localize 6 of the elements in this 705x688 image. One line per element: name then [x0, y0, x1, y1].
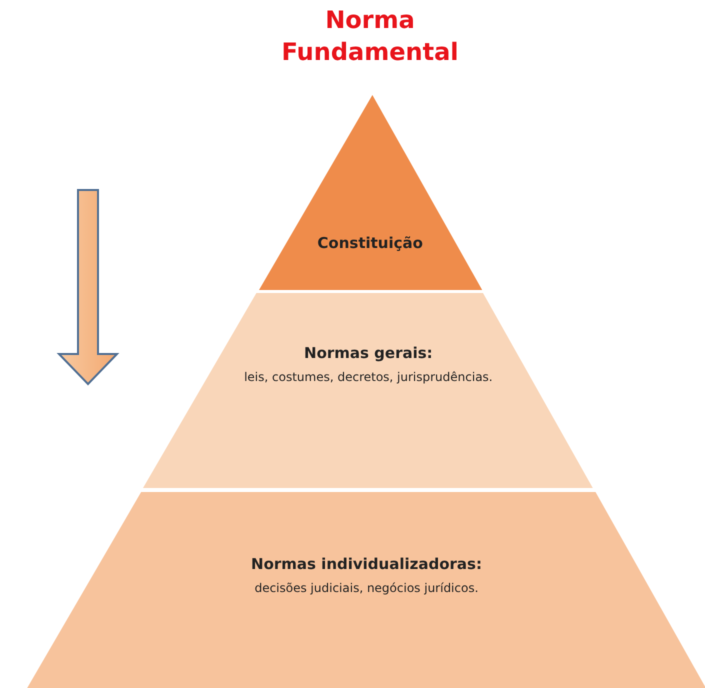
tier-heading: Normas gerais: — [304, 343, 433, 363]
tier-heading: Constituição — [317, 233, 423, 253]
tier-description: decisões judiciais, negócios jurídicos. — [254, 580, 478, 597]
pyramid-title: Norma Fundamental — [280, 5, 460, 68]
tier-description: leis, costumes, decretos, jurisprudências. — [244, 369, 493, 386]
tier-heading: Normas individualizadoras: — [251, 554, 482, 574]
